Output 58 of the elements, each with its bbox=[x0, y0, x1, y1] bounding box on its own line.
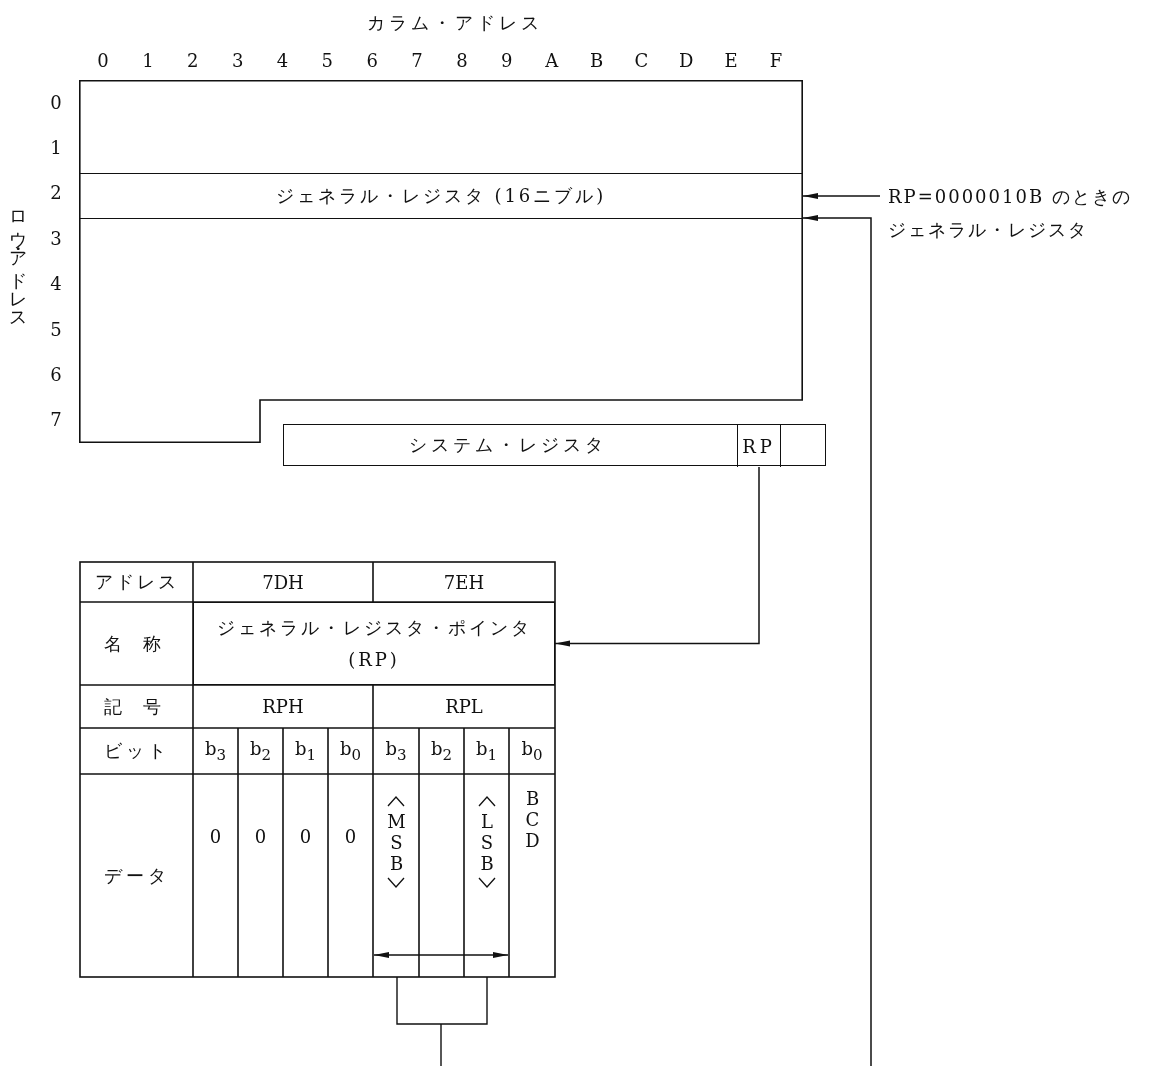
bit-marker: LSB bbox=[475, 809, 499, 876]
register-bar: システム・レジスタ RP bbox=[283, 424, 826, 466]
row-number: 7 bbox=[49, 408, 63, 433]
column-number: 1 bbox=[141, 48, 155, 73]
row-header: 名 称 bbox=[102, 631, 171, 656]
arrow bbox=[802, 193, 881, 199]
row-number: 2 bbox=[49, 181, 63, 206]
symbol-value: RPH bbox=[261, 695, 305, 719]
column-number: F bbox=[768, 48, 784, 73]
row-number: 1 bbox=[49, 135, 63, 160]
row-number: 6 bbox=[49, 362, 63, 387]
column-number: 6 bbox=[365, 48, 379, 73]
symbol-value: RPL bbox=[444, 695, 484, 719]
column-number: E bbox=[723, 48, 739, 73]
column-number: 7 bbox=[410, 48, 424, 73]
column-number: 0 bbox=[96, 48, 110, 73]
column-number: 3 bbox=[230, 48, 245, 73]
row-header: データ bbox=[102, 863, 171, 888]
bit-name: b$_{0}$ bbox=[338, 737, 363, 766]
arrow bbox=[802, 215, 872, 1066]
row-number: 4 bbox=[49, 272, 63, 297]
column-number: 2 bbox=[186, 48, 200, 73]
bit-value: 0 bbox=[253, 824, 268, 849]
register-band: ジェネラル・レジスタ (16ニブル) bbox=[79, 173, 803, 219]
bit-value: 0 bbox=[208, 824, 223, 849]
note-text: RP=0000010B のときのジェネラル・レジスタ bbox=[880, 180, 1142, 246]
register-field: RP bbox=[737, 425, 781, 467]
bit-name: b$_{3}$ bbox=[203, 737, 228, 766]
column-number: 9 bbox=[500, 48, 514, 73]
column-number: B bbox=[588, 48, 605, 73]
row-header: 記 号 bbox=[102, 694, 171, 719]
axis-title: カラム・アドレス bbox=[366, 10, 544, 35]
column-number: 4 bbox=[275, 48, 290, 73]
row-number: 0 bbox=[49, 90, 63, 115]
bit-name: b$_{1}$ bbox=[293, 737, 318, 766]
table-cell: ジェネラル・レジスタ・ポインタ (RP) bbox=[193, 602, 555, 685]
address-value: 7DH bbox=[261, 570, 305, 595]
bit-name: b$_{2}$ bbox=[248, 737, 273, 766]
bit-marker: MSB bbox=[385, 809, 408, 876]
column-number: C bbox=[633, 48, 650, 73]
address-value: 7EH bbox=[442, 570, 486, 595]
row-header: アドレス bbox=[93, 570, 180, 594]
bit-name: b$_{0}$ bbox=[520, 737, 544, 766]
bit-name: b$_{1}$ bbox=[474, 737, 499, 766]
arrow bbox=[554, 466, 760, 647]
bit-name: b$_{2}$ bbox=[429, 737, 454, 766]
bit-value: 0 bbox=[343, 824, 358, 849]
column-number: 8 bbox=[455, 48, 469, 73]
axis-title: ロウ・アドレス bbox=[7, 197, 30, 323]
column-number: D bbox=[678, 48, 695, 73]
bit-marker: BCD bbox=[521, 786, 544, 853]
column-number: 5 bbox=[320, 48, 335, 73]
bit-value: 0 bbox=[298, 824, 313, 849]
bit-name: b$_{3}$ bbox=[384, 737, 408, 766]
row-number: 3 bbox=[49, 226, 63, 251]
row-header: ビット bbox=[102, 739, 171, 763]
row-number: 5 bbox=[49, 317, 63, 342]
column-number: A bbox=[544, 48, 560, 73]
